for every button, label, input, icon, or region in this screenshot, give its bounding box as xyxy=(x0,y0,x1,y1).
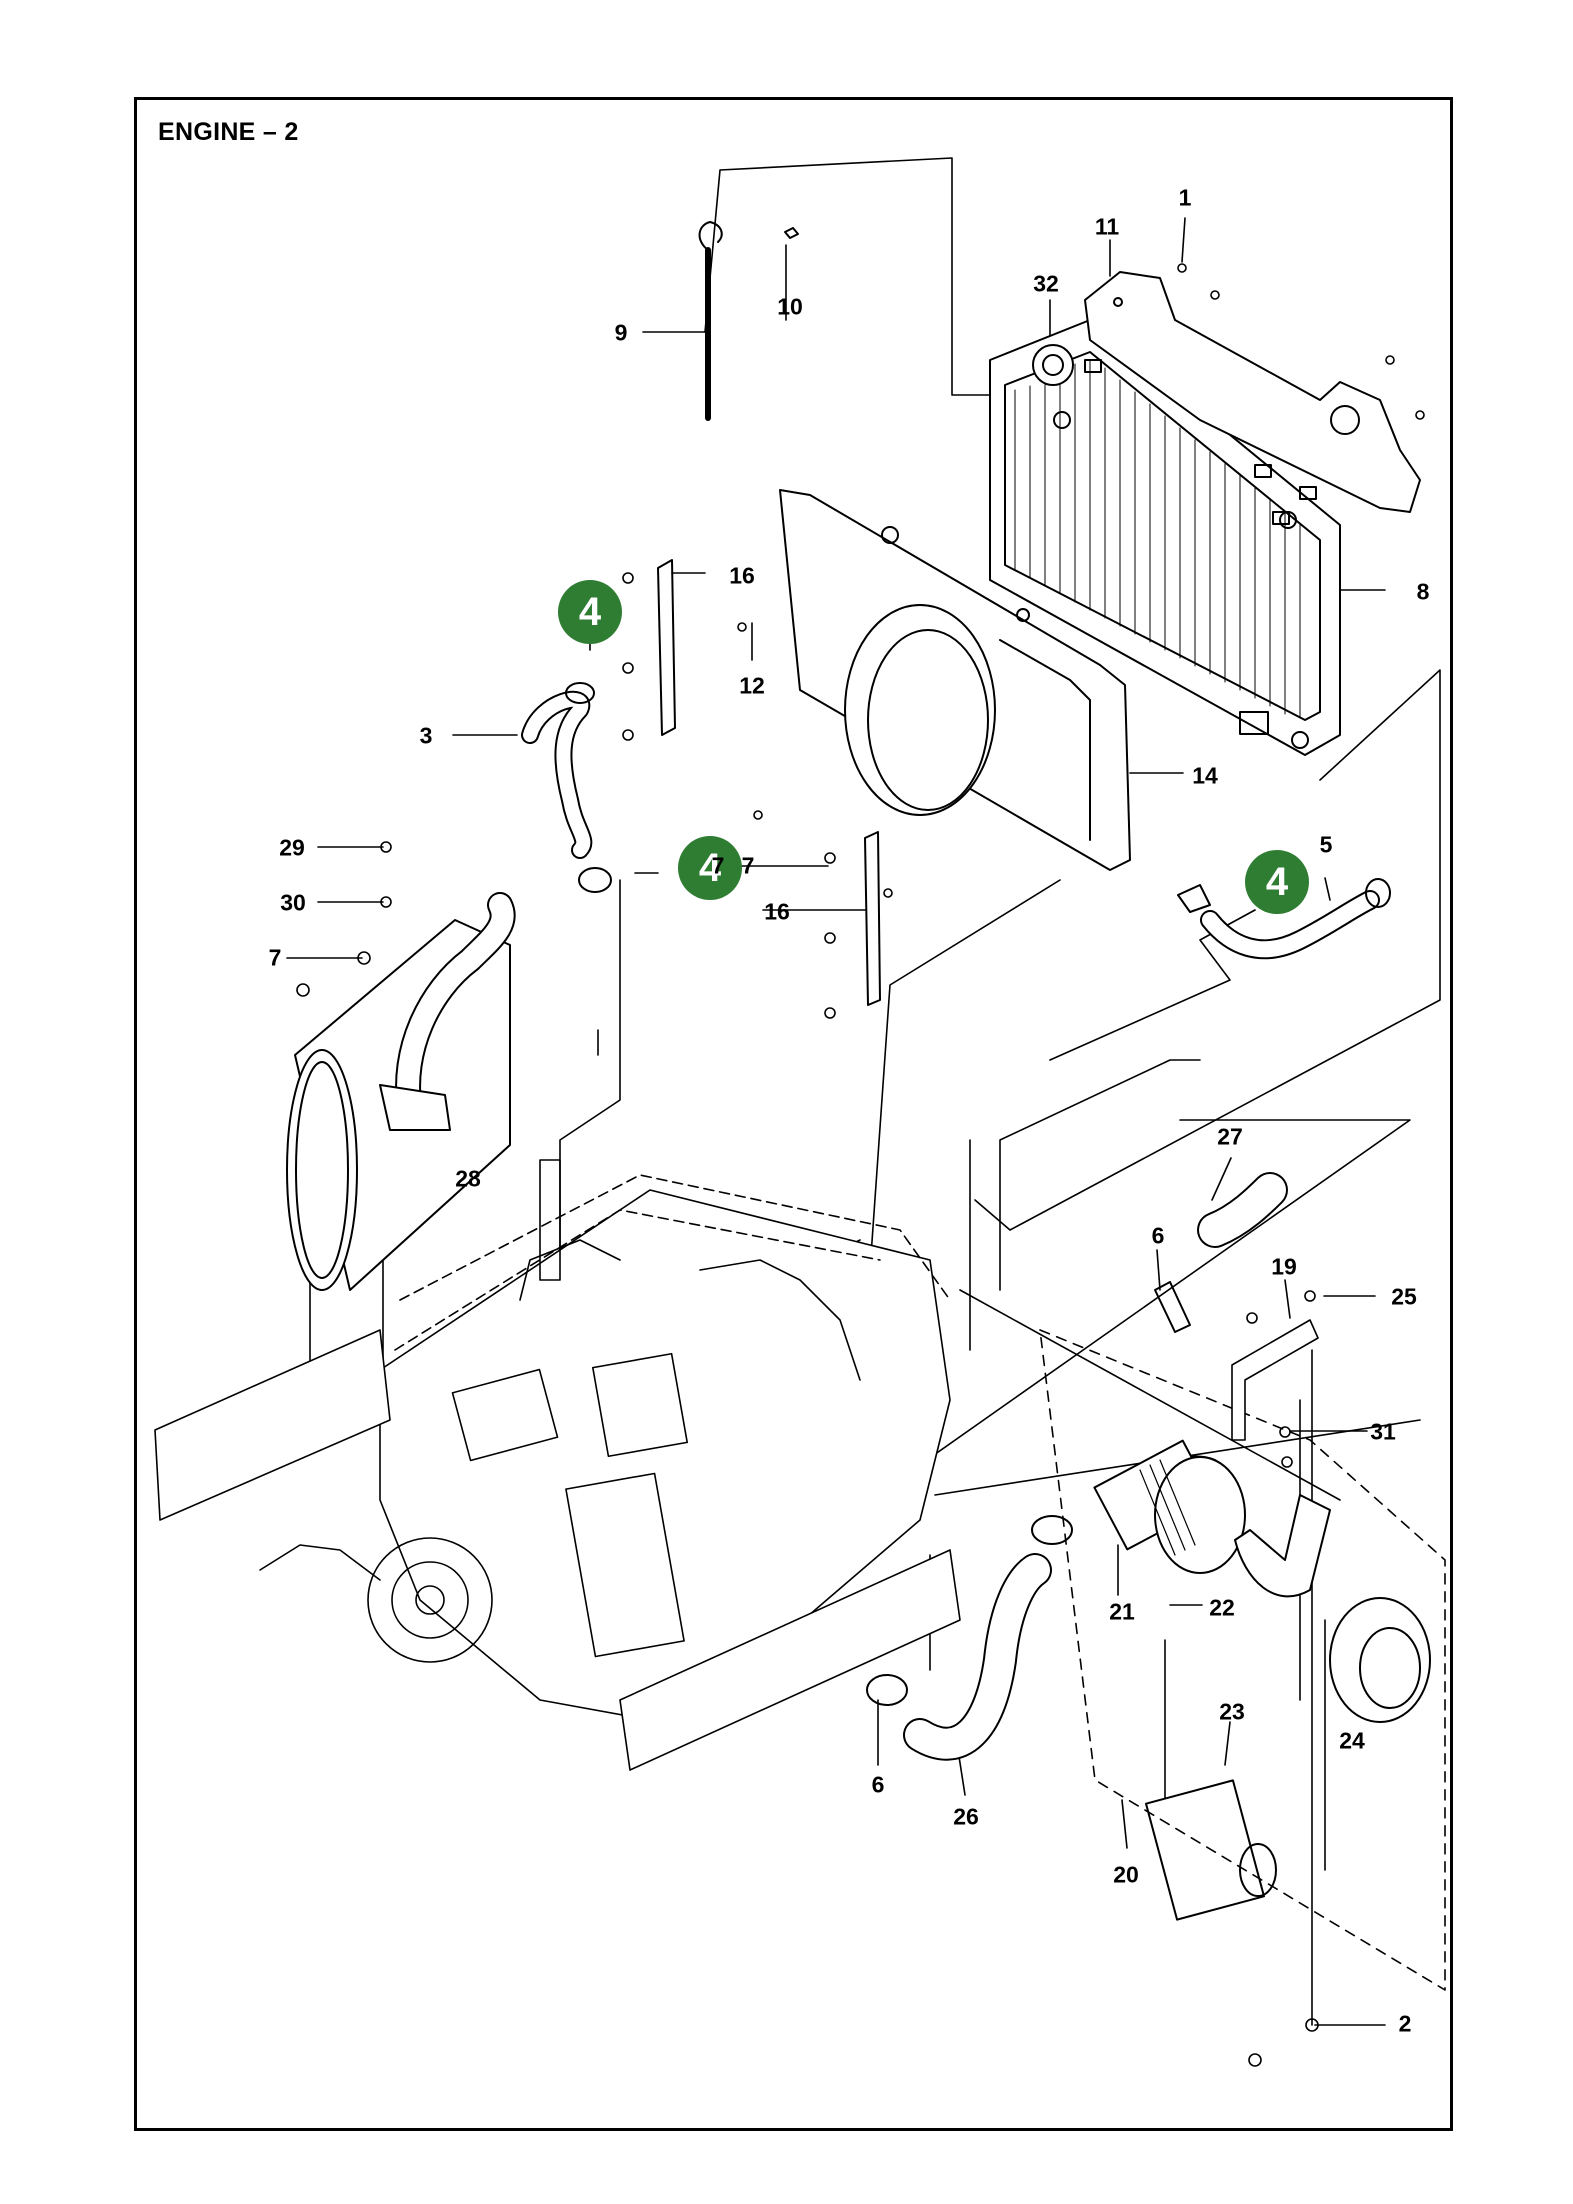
air-cleaner xyxy=(1093,1439,1431,1921)
part-number: 6 xyxy=(1151,1222,1165,1249)
callout-badge: 4 xyxy=(558,580,622,644)
leader-lines xyxy=(286,217,1386,2026)
part-number: 20 xyxy=(1113,1861,1139,1888)
part-number: 12 xyxy=(739,672,765,699)
dipstick-9 xyxy=(698,221,799,421)
part-number: 14 xyxy=(1192,762,1218,789)
part-number: 8 xyxy=(1416,578,1430,605)
bracket-11 xyxy=(1084,271,1421,513)
part-number: 2 xyxy=(1398,2010,1412,2037)
part-number: 16 xyxy=(764,898,790,925)
part-number: 11 xyxy=(1094,213,1120,240)
part-number: 29 xyxy=(279,834,305,861)
part-number: 24 xyxy=(1339,1727,1365,1754)
part-number: 31 xyxy=(1370,1418,1396,1445)
part-number: 30 xyxy=(280,889,306,916)
part-number: 25 xyxy=(1391,1283,1417,1310)
part-number: 1 xyxy=(1178,184,1192,211)
part-number: 28 xyxy=(455,1165,481,1192)
part-number: 7 xyxy=(711,852,725,879)
part-number: 32 xyxy=(1033,270,1059,297)
part-number: 22 xyxy=(1209,1594,1235,1621)
part-number: 5 xyxy=(1319,831,1333,858)
part-number: 7 xyxy=(268,944,282,971)
hose-5 xyxy=(1177,878,1391,960)
part-number: 3 xyxy=(419,722,433,749)
callout-badge: 4 xyxy=(678,836,742,900)
part-number: 23 xyxy=(1219,1698,1245,1725)
part-number: 10 xyxy=(777,293,803,320)
air-cleaner-box xyxy=(1039,1329,1446,1991)
muffler-28 xyxy=(286,892,516,1291)
fan-shroud xyxy=(779,489,1131,871)
diagram-frame xyxy=(134,97,1453,2131)
callout-badge: 4 xyxy=(1245,850,1309,914)
diagram-title: ENGINE – 2 xyxy=(158,118,299,146)
engine-chassis xyxy=(154,1159,961,1771)
bracket-16 xyxy=(657,559,881,1006)
part-number: 26 xyxy=(953,1803,979,1830)
intake-hoses xyxy=(866,1172,1288,1761)
hose-3 xyxy=(521,682,612,893)
part-number: 27 xyxy=(1217,1123,1243,1150)
part-number: 7 xyxy=(741,852,755,879)
part-number: 16 xyxy=(729,562,755,589)
part-number: 21 xyxy=(1109,1598,1135,1625)
part-number: 9 xyxy=(614,319,628,346)
part-number: 6 xyxy=(871,1771,885,1798)
fasteners xyxy=(296,263,1425,2067)
part-number: 19 xyxy=(1271,1253,1297,1280)
